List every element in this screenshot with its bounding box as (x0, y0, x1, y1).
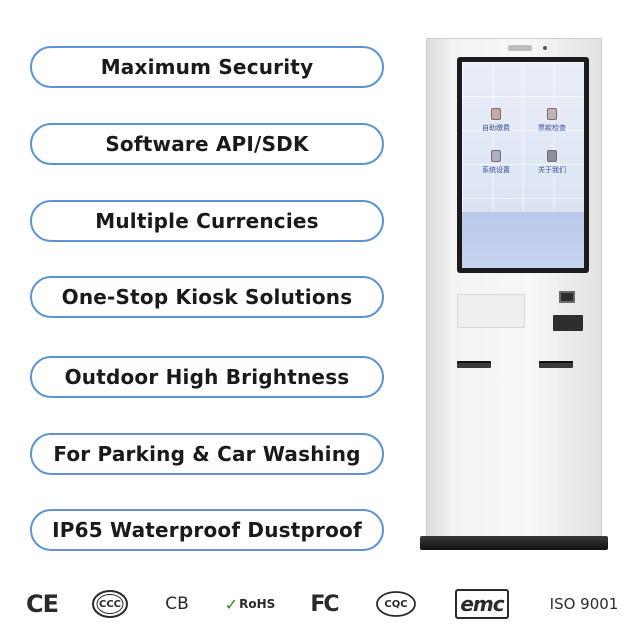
ccc-logo: CCC (90, 586, 130, 622)
feature-pill-ip65: IP65 Waterproof Dustproof (30, 509, 384, 551)
kiosk-body: 自助缴费 票款检查 系统设置 关于我们 (426, 38, 602, 538)
kiosk-brand-badge (508, 45, 532, 51)
feature-label: Multiple Currencies (95, 209, 319, 233)
feature-pill-software-api: Software API/SDK (30, 123, 384, 165)
kiosk-slot-right (539, 361, 573, 368)
kiosk-panel-recess (457, 294, 525, 328)
screen-app-ticket-check: 票款检查 (528, 108, 576, 133)
ticket-icon (547, 108, 557, 120)
screen-lower-band (462, 212, 584, 268)
kiosk-base (420, 536, 608, 550)
app-label: 系统设置 (482, 166, 510, 174)
kiosk-camera (543, 46, 547, 50)
about-icon (547, 150, 557, 162)
kiosk-slot-left (457, 361, 491, 368)
rohs-logo: ✓ RoHS (224, 594, 276, 614)
feature-pill-parking-car-washing: For Parking & Car Washing (30, 433, 384, 475)
screen-app-self-payment: 自助缴费 (472, 108, 520, 133)
feature-label: Maximum Security (100, 55, 314, 79)
ce-logo: CE (25, 590, 59, 618)
feature-label: Software API/SDK (105, 132, 309, 156)
screen-app-about: 关于我们 (528, 150, 576, 175)
feature-label: One-Stop Kiosk Solutions (61, 285, 353, 309)
feature-label: Outdoor High Brightness (64, 365, 350, 389)
screen-app-settings: 系统设置 (472, 150, 520, 175)
feature-pill-outdoor-brightness: Outdoor High Brightness (30, 356, 384, 398)
emc-logo: emc (454, 586, 510, 622)
app-label: 关于我们 (538, 166, 566, 174)
app-label: 自助缴费 (482, 124, 510, 132)
feature-pill-kiosk-solutions: One-Stop Kiosk Solutions (30, 276, 384, 318)
payment-icon (491, 108, 501, 120)
feature-label: IP65 Waterproof Dustproof (52, 518, 362, 542)
app-label: 票款检查 (538, 124, 566, 132)
kiosk-keypad (553, 315, 583, 331)
cqc-logo: CQC (374, 586, 418, 622)
ccc-mark (92, 590, 128, 618)
kiosk-product-image: 自助缴费 票款检查 系统设置 关于我们 (418, 38, 610, 560)
cqc-mark (376, 591, 416, 617)
feature-pill-maximum-security: Maximum Security (30, 46, 384, 88)
check-icon: ✓ (224, 594, 239, 614)
feature-label: For Parking & Car Washing (53, 442, 361, 466)
kiosk-screen: 自助缴费 票款检查 系统设置 关于我们 (462, 62, 584, 268)
certification-logos: CE CCC CB ✓ RoHS FC CQC emc ISO 9001 (0, 586, 640, 622)
fc-logo: FC (310, 591, 339, 617)
iso-9001-logo: ISO 9001 (549, 595, 619, 613)
emc-frame: emc (455, 589, 509, 619)
kiosk-scanner (559, 291, 575, 303)
cb-logo: CB (165, 594, 189, 614)
settings-icon (491, 150, 501, 162)
feature-pill-multiple-currencies: Multiple Currencies (30, 200, 384, 242)
